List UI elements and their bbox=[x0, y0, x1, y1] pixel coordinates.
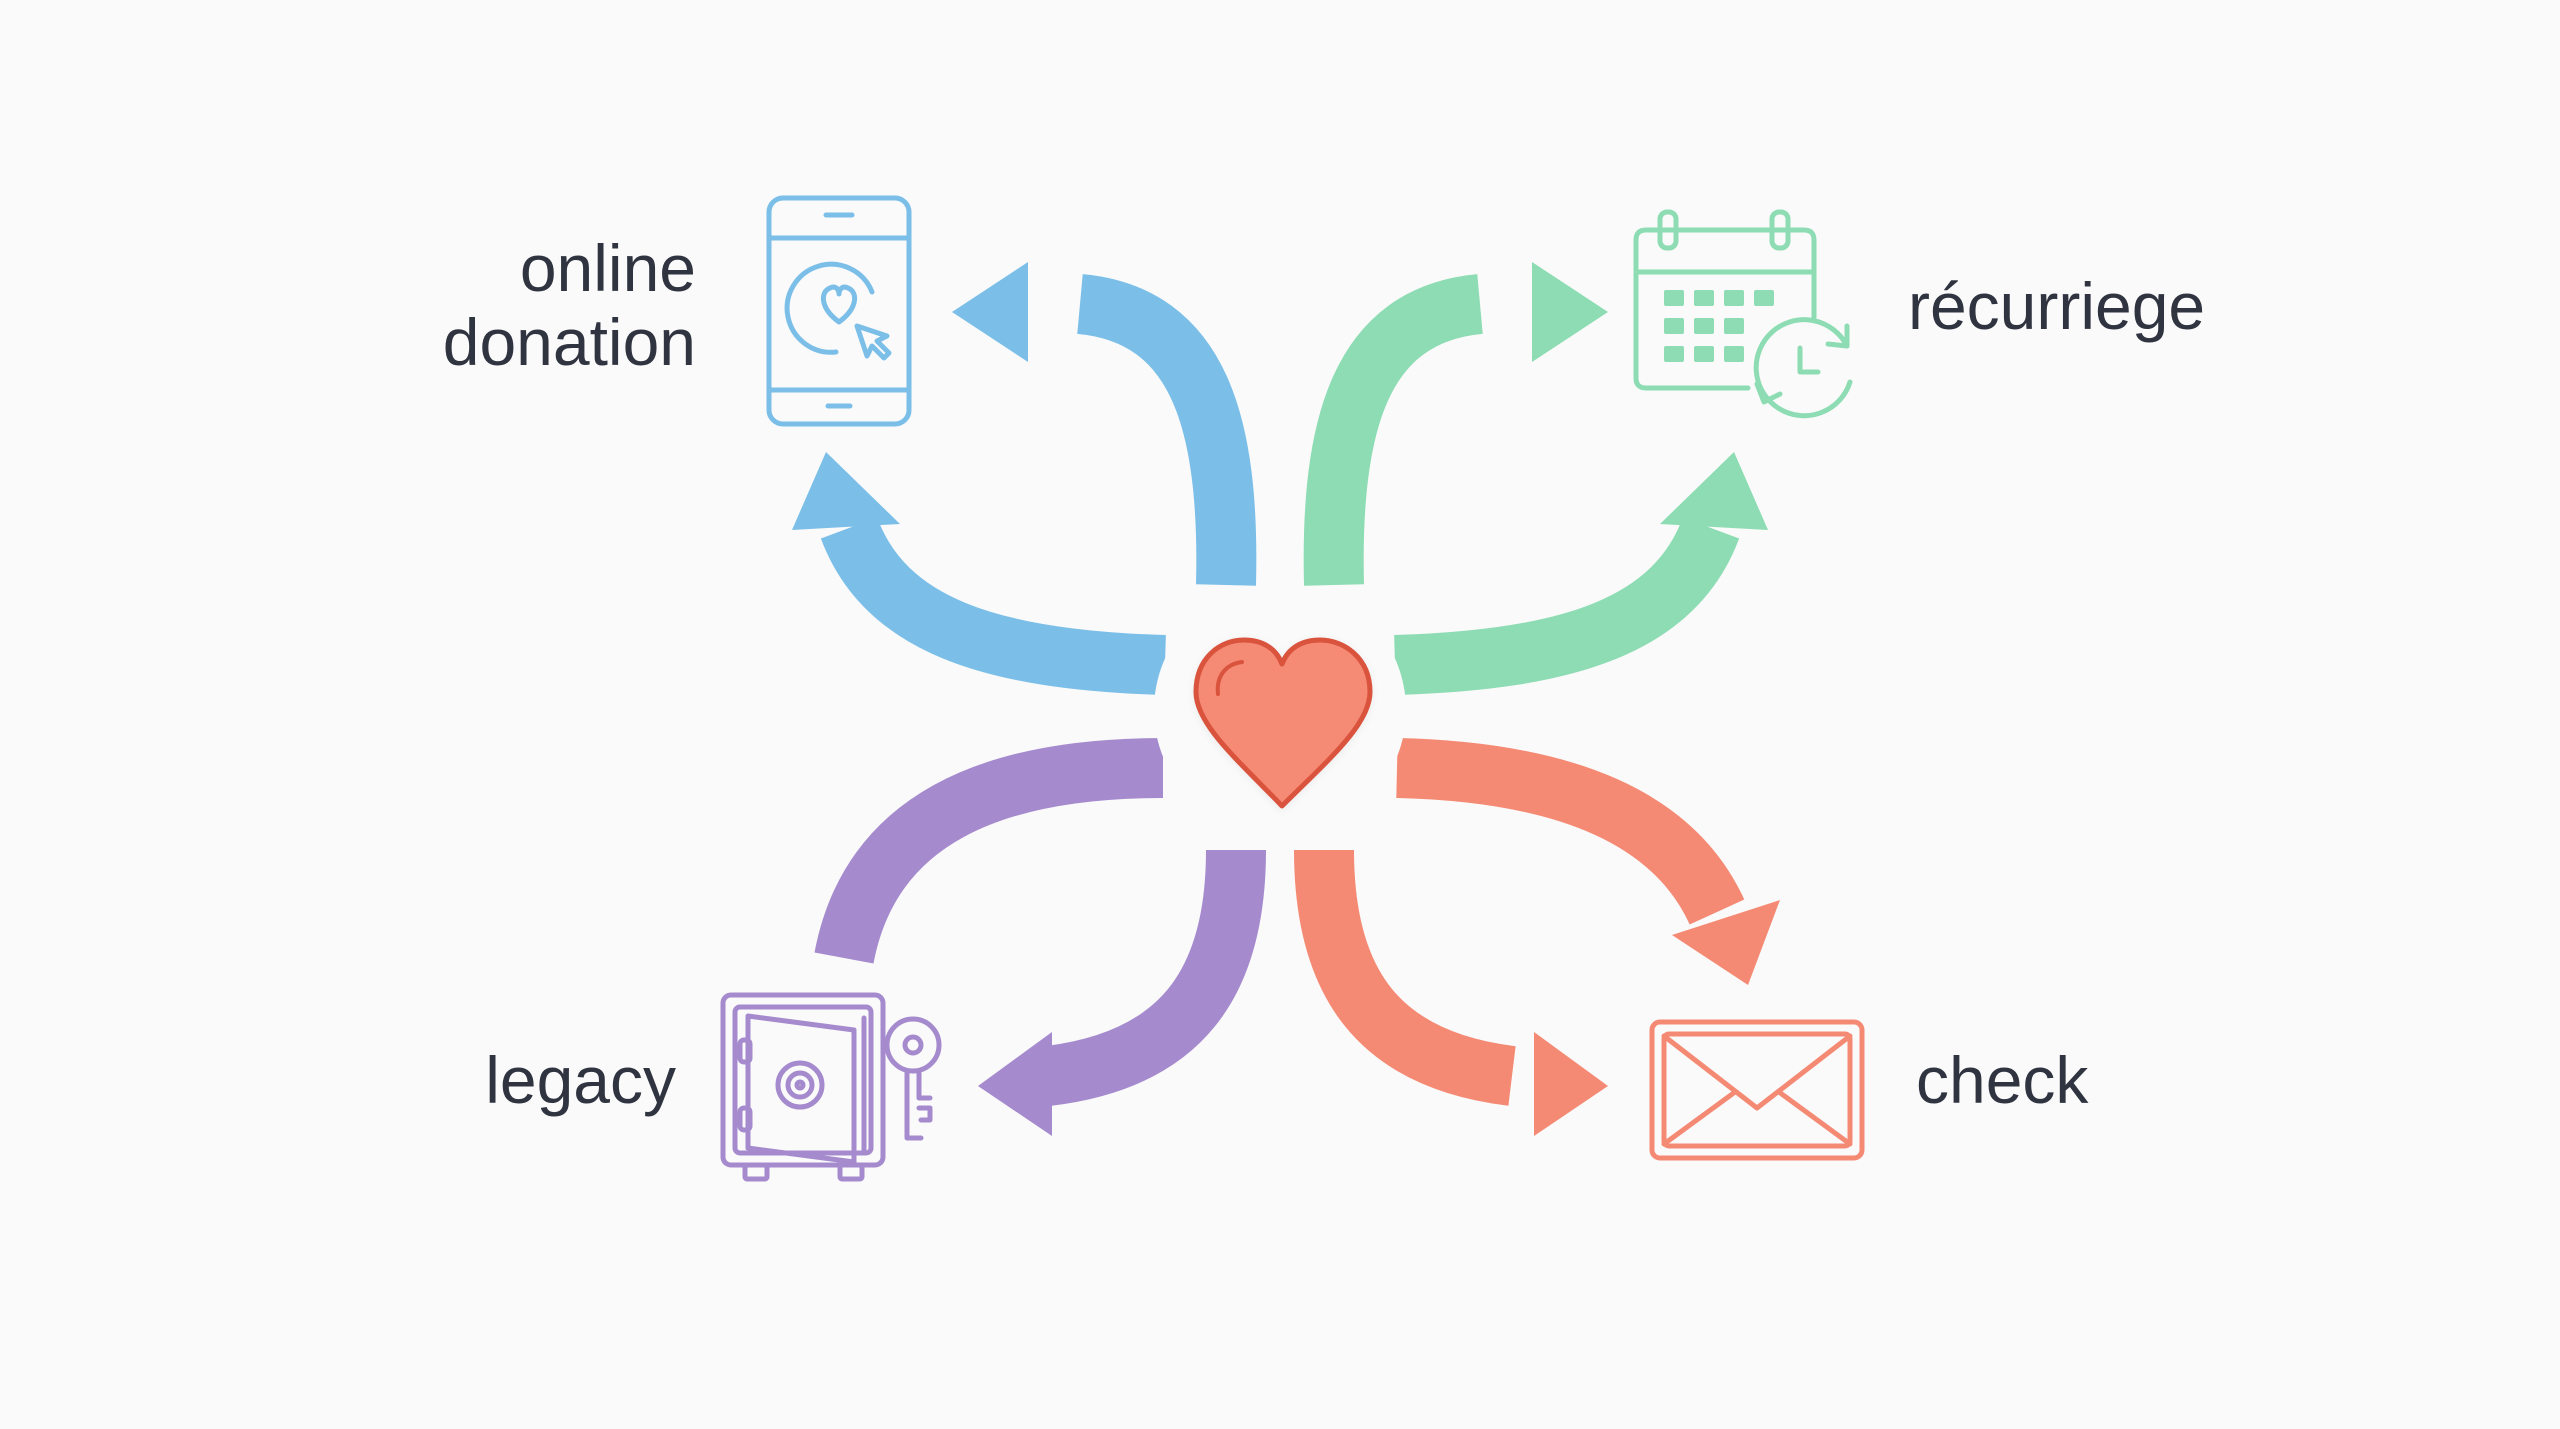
check-branch bbox=[1294, 738, 1865, 1161]
recurring-arrow-upper bbox=[1303, 274, 1484, 586]
legacy-arrow-lower bbox=[1043, 849, 1266, 1106]
recurring-arrowhead-lower bbox=[1660, 452, 1768, 530]
online-arrow-lower bbox=[820, 516, 1166, 695]
heart-icon bbox=[1193, 637, 1373, 809]
legacy-label: legacy bbox=[485, 1043, 676, 1118]
heart-shine bbox=[1215, 660, 1244, 696]
online-donation-label: online donation bbox=[442, 231, 696, 380]
recurring-label-line-1: récurriege bbox=[1908, 269, 2206, 343]
check-arrowhead-lower bbox=[1534, 1032, 1608, 1136]
calendar-recurring-icon bbox=[1633, 209, 1853, 419]
online-donation-label-line-2: donation bbox=[442, 304, 696, 379]
recurring-arrowhead-upper bbox=[1532, 262, 1608, 362]
check-label-line-1: check bbox=[1916, 1043, 2089, 1117]
check-label: check bbox=[1916, 1043, 2089, 1118]
calendar-day-cells bbox=[1664, 290, 1774, 362]
envelope-icon bbox=[1649, 1019, 1865, 1161]
online-donation-label-line-1: online bbox=[519, 231, 696, 305]
legacy-arrowhead-lower bbox=[978, 1032, 1052, 1136]
recurring-arrow-lower bbox=[1394, 516, 1740, 695]
check-arrowhead-upper bbox=[1672, 900, 1780, 985]
safe-key-icon bbox=[720, 992, 942, 1182]
check-arrow-upper bbox=[1396, 738, 1745, 926]
online-arrowhead-upper bbox=[952, 262, 1028, 362]
online-donation-branch bbox=[766, 195, 1257, 695]
online-arrowhead-lower bbox=[792, 452, 900, 530]
legacy-label-line-1: legacy bbox=[485, 1043, 676, 1117]
legacy-branch bbox=[720, 738, 1266, 1182]
online-arrow-upper bbox=[1076, 274, 1257, 586]
legacy-arrow-upper bbox=[814, 738, 1164, 965]
smartphone-heart-click-icon bbox=[766, 195, 912, 427]
check-arrow-lower bbox=[1294, 849, 1517, 1106]
heart-shape bbox=[1193, 637, 1373, 809]
recurring-label: récurriege bbox=[1908, 269, 2206, 344]
recurring-branch bbox=[1303, 209, 1853, 695]
